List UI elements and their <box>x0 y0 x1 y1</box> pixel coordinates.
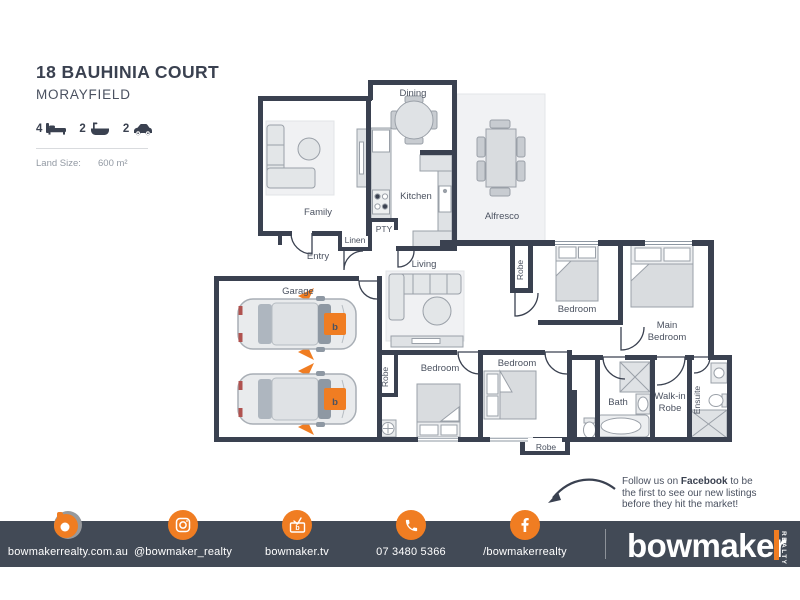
laundry-tub <box>379 419 397 438</box>
svg-text:b: b <box>332 322 338 333</box>
land-size-label: Land Size: <box>36 158 81 169</box>
label-garage: Garage <box>282 286 314 297</box>
bed-icon <box>46 123 67 135</box>
suburb: MORAYFIELD <box>36 87 131 102</box>
bath-count: 2 <box>79 123 86 135</box>
car-count: 2 <box>122 123 130 135</box>
footer-item-phone[interactable]: 07 3480 5366 <box>331 510 491 558</box>
bath-icon <box>90 122 109 135</box>
bedroom2-door <box>514 292 539 317</box>
footer-item-instagram[interactable]: @bowmaker_realty <box>103 510 263 558</box>
garage-door <box>358 280 378 300</box>
linen-door <box>343 250 364 271</box>
bowmaker-logo-icon <box>53 510 83 540</box>
footer-phone-label: 07 3480 5366 <box>376 546 446 558</box>
kitchen-fixtures <box>370 127 453 248</box>
living-furniture <box>385 270 465 348</box>
footer-item-website[interactable]: bowmakerrealty.com.au <box>0 510 148 558</box>
bowmaker-car-logo <box>324 388 346 410</box>
room-labels: Dining Family Kitchen Alfresco PTY Linen… <box>282 88 702 452</box>
main-bedroom-door <box>620 326 645 351</box>
bedroom3-door <box>457 351 481 375</box>
family-furniture <box>265 120 368 196</box>
property-stats: 4 2 <box>36 122 236 136</box>
footer-divider <box>605 529 606 559</box>
footer-website-label: bowmakerrealty.com.au <box>7 546 129 558</box>
bed-count: 4 <box>36 123 43 135</box>
label-alfresco: Alfresco <box>485 211 519 222</box>
brand-orange-bar <box>774 530 779 560</box>
tv-icon: b <box>282 510 312 540</box>
label-pty: PTY <box>376 224 393 234</box>
bedroom4-door <box>544 351 568 375</box>
label-bedroom3: Bedroom <box>421 363 460 374</box>
brand-wordmark: bowmaker <box>627 527 787 564</box>
label-linen: Linen <box>345 235 366 245</box>
promo-arrow <box>548 478 616 503</box>
front-door <box>290 232 313 255</box>
promo-facebook-bold: Facebook <box>680 476 728 487</box>
garage-car-1: b <box>237 288 357 360</box>
label-walkin-2: Robe <box>659 403 682 414</box>
footer-instagram-label: @bowmaker_realty <box>133 546 233 558</box>
phone-icon <box>396 510 426 540</box>
label-main-bedroom-2: Bedroom <box>648 332 687 343</box>
land-size-value: 600 m² <box>98 158 128 169</box>
label-walkin-1: Walk-in <box>654 391 685 402</box>
bed-bedroom2 <box>555 243 599 302</box>
walkin-door <box>656 356 686 386</box>
bed-bedroom4 <box>483 369 537 420</box>
footer-facebook-label: /bowmakerrealty <box>483 546 567 558</box>
label-entry: Entry <box>307 251 329 262</box>
dining-furniture <box>390 95 438 145</box>
promo-line2: the first to see our new listings <box>622 487 757 499</box>
stove <box>372 189 390 215</box>
instagram-icon <box>168 510 198 540</box>
garage-car-2: b <box>237 363 357 435</box>
windows <box>418 240 692 442</box>
stat-beds: 4 <box>36 122 67 136</box>
footer-item-tv[interactable]: b bowmaker.tv <box>217 510 377 558</box>
bowmaker-car-logo <box>324 313 346 335</box>
promo-line3: before they hit the market! <box>622 499 739 510</box>
svg-text:b: b <box>295 525 299 532</box>
label-bath: Bath <box>608 397 628 408</box>
label-family: Family <box>304 207 332 218</box>
promo-line1-prefix: Follow us on <box>622 476 681 487</box>
label-living: Living <box>412 259 437 270</box>
bath-fixtures <box>583 361 651 439</box>
facebook-promo-note: Follow us on Facebook to be the first to… <box>622 476 794 511</box>
car-icon <box>134 124 153 136</box>
label-bedroom2: Bedroom <box>558 304 597 315</box>
label-robe-bed2: Robe <box>515 260 525 281</box>
label-ensuite: Ensuite <box>692 386 702 415</box>
stat-cars: 2 <box>123 122 153 136</box>
land-size: Land Size: 600 m² <box>36 158 236 169</box>
fridge <box>372 129 390 153</box>
label-main-bedroom-1: Main <box>657 320 678 331</box>
label-robe-bed4: Robe <box>536 442 557 452</box>
page-title: 18 BAUHINIA COURT <box>36 62 220 82</box>
pantry-door <box>397 250 415 268</box>
bed-bedroom3 <box>416 383 461 438</box>
label-dining: Dining <box>400 88 427 99</box>
promo-line1-suffix: to be <box>727 476 753 487</box>
footer-item-facebook[interactable]: /bowmakerrealty <box>445 510 605 558</box>
bed-main <box>630 244 694 308</box>
header: 18 BAUHINIA COURT MORAYFIELD 4 2 <box>36 62 236 169</box>
brand-realty-label: REALTY <box>780 531 787 566</box>
alfresco-furniture <box>476 119 526 197</box>
label-kitchen: Kitchen <box>400 191 432 202</box>
kitchen-sink <box>438 185 452 213</box>
facebook-icon <box>510 510 540 540</box>
stat-baths: 2 <box>79 122 109 136</box>
footer-tv-label: bowmaker.tv <box>265 546 329 558</box>
svg-text:b: b <box>332 397 338 408</box>
walls <box>214 80 732 455</box>
header-divider <box>36 148 148 149</box>
label-robe-bed3: Robe <box>380 367 390 388</box>
label-bedroom4: Bedroom <box>498 358 537 369</box>
ensuite-door <box>693 356 711 374</box>
